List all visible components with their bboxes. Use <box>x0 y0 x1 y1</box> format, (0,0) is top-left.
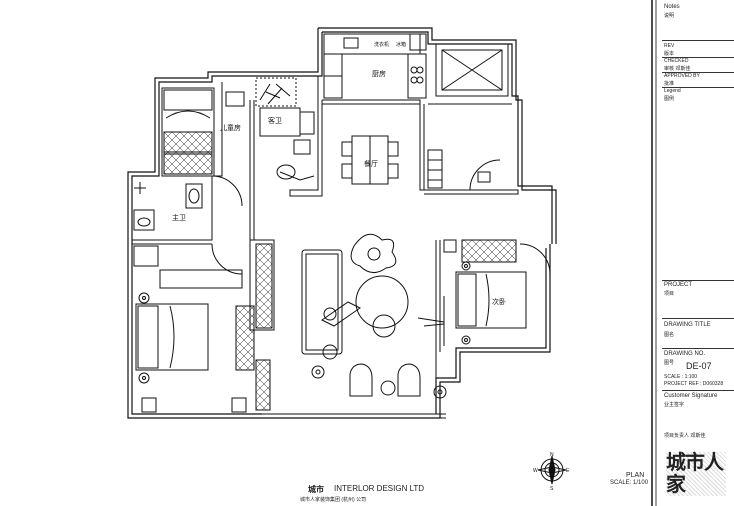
company-logo-mark: 城市 <box>308 485 324 494</box>
company-subtitle: 城市人家装饰集团 (杭州) 公司 <box>300 497 367 503</box>
label-second-bedroom: 次卧 <box>492 297 506 306</box>
label-kids-room: 儿童房 <box>220 123 241 132</box>
bedroom-wardrobe <box>461 239 517 263</box>
compass-e: E <box>566 468 570 474</box>
approved-value: 批准 <box>664 81 675 87</box>
interior-walls <box>132 76 519 414</box>
hall-cabinet <box>255 243 273 329</box>
tb-divider <box>662 57 734 58</box>
outer-walls <box>127 27 557 419</box>
scale-text: SCALE : 1:100 <box>664 374 698 380</box>
label-guest-bath: 客卫 <box>268 116 282 125</box>
compass-s: S <box>550 486 554 492</box>
dining-set <box>341 135 399 185</box>
compass-icon <box>537 455 567 485</box>
tb-divider <box>662 348 734 349</box>
compass-w: W <box>533 468 538 474</box>
notes-heading: Notes <box>664 4 680 10</box>
customer-signature-heading: Customer Signature <box>664 393 718 399</box>
approved-heading: APPROVED BY <box>664 73 700 79</box>
tb-divider <box>662 87 734 88</box>
entry-storage <box>427 149 501 191</box>
project-value: 项目 <box>664 291 675 297</box>
compass-n: N <box>550 452 554 458</box>
company-name: INTERLOR DESIGN LTD <box>334 484 425 493</box>
project-heading: PROJECT <box>664 282 693 288</box>
kids-wardrobe <box>163 153 213 175</box>
legend-heading: Legend <box>664 88 681 94</box>
drawing-no-code: DE-07 <box>686 361 712 371</box>
tb-divider <box>662 40 734 41</box>
legend-value: 图例 <box>664 96 675 102</box>
label-dining: 餐厅 <box>364 159 378 168</box>
living-room <box>262 233 447 419</box>
notes-value: 说明 <box>664 13 675 19</box>
drawing-no-value: 图号 <box>664 360 675 366</box>
tb-divider <box>662 280 734 281</box>
drawing-title-value: 图名 <box>664 332 675 338</box>
guest-bath-fixtures <box>276 111 315 181</box>
plan-label: PLAN <box>626 472 645 479</box>
stamp-text: 项目负责人 邓斯佳 <box>664 433 706 439</box>
second-bedroom <box>417 239 551 346</box>
lift-shaft <box>435 43 509 97</box>
checked-heading: CHECKED <box>664 58 689 64</box>
plan-scale: SCALE: 1/100 <box>610 480 649 486</box>
kitchen <box>323 33 427 99</box>
low-cabinet <box>255 359 271 411</box>
drawing-title-heading: DRAWING TITLE <box>664 322 711 328</box>
label-washer: 洗衣机 <box>374 41 389 48</box>
project-ref: PROJECT REF : D060328 <box>664 381 724 387</box>
tb-divider <box>662 72 734 73</box>
rev-heading: REV <box>664 43 675 49</box>
tb-divider <box>662 318 734 319</box>
master-bath-fixtures <box>133 175 243 231</box>
titleblock-logo: 城市人家 <box>666 452 726 496</box>
customer-signature-value: 业主签字 <box>664 402 685 408</box>
label-fridge: 冰箱 <box>396 41 406 48</box>
master-bedroom <box>133 243 255 413</box>
label-master-bath: 主卫 <box>172 213 186 222</box>
checked-value: 审核 邓斯佳 <box>664 66 691 72</box>
plants <box>255 77 297 107</box>
label-kitchen: 厨房 <box>372 69 386 78</box>
titleblock-frame <box>651 0 657 506</box>
drawing-no-heading: DRAWING NO. <box>664 351 706 357</box>
tb-divider <box>662 390 734 391</box>
rev-value: 版本 <box>664 51 675 57</box>
